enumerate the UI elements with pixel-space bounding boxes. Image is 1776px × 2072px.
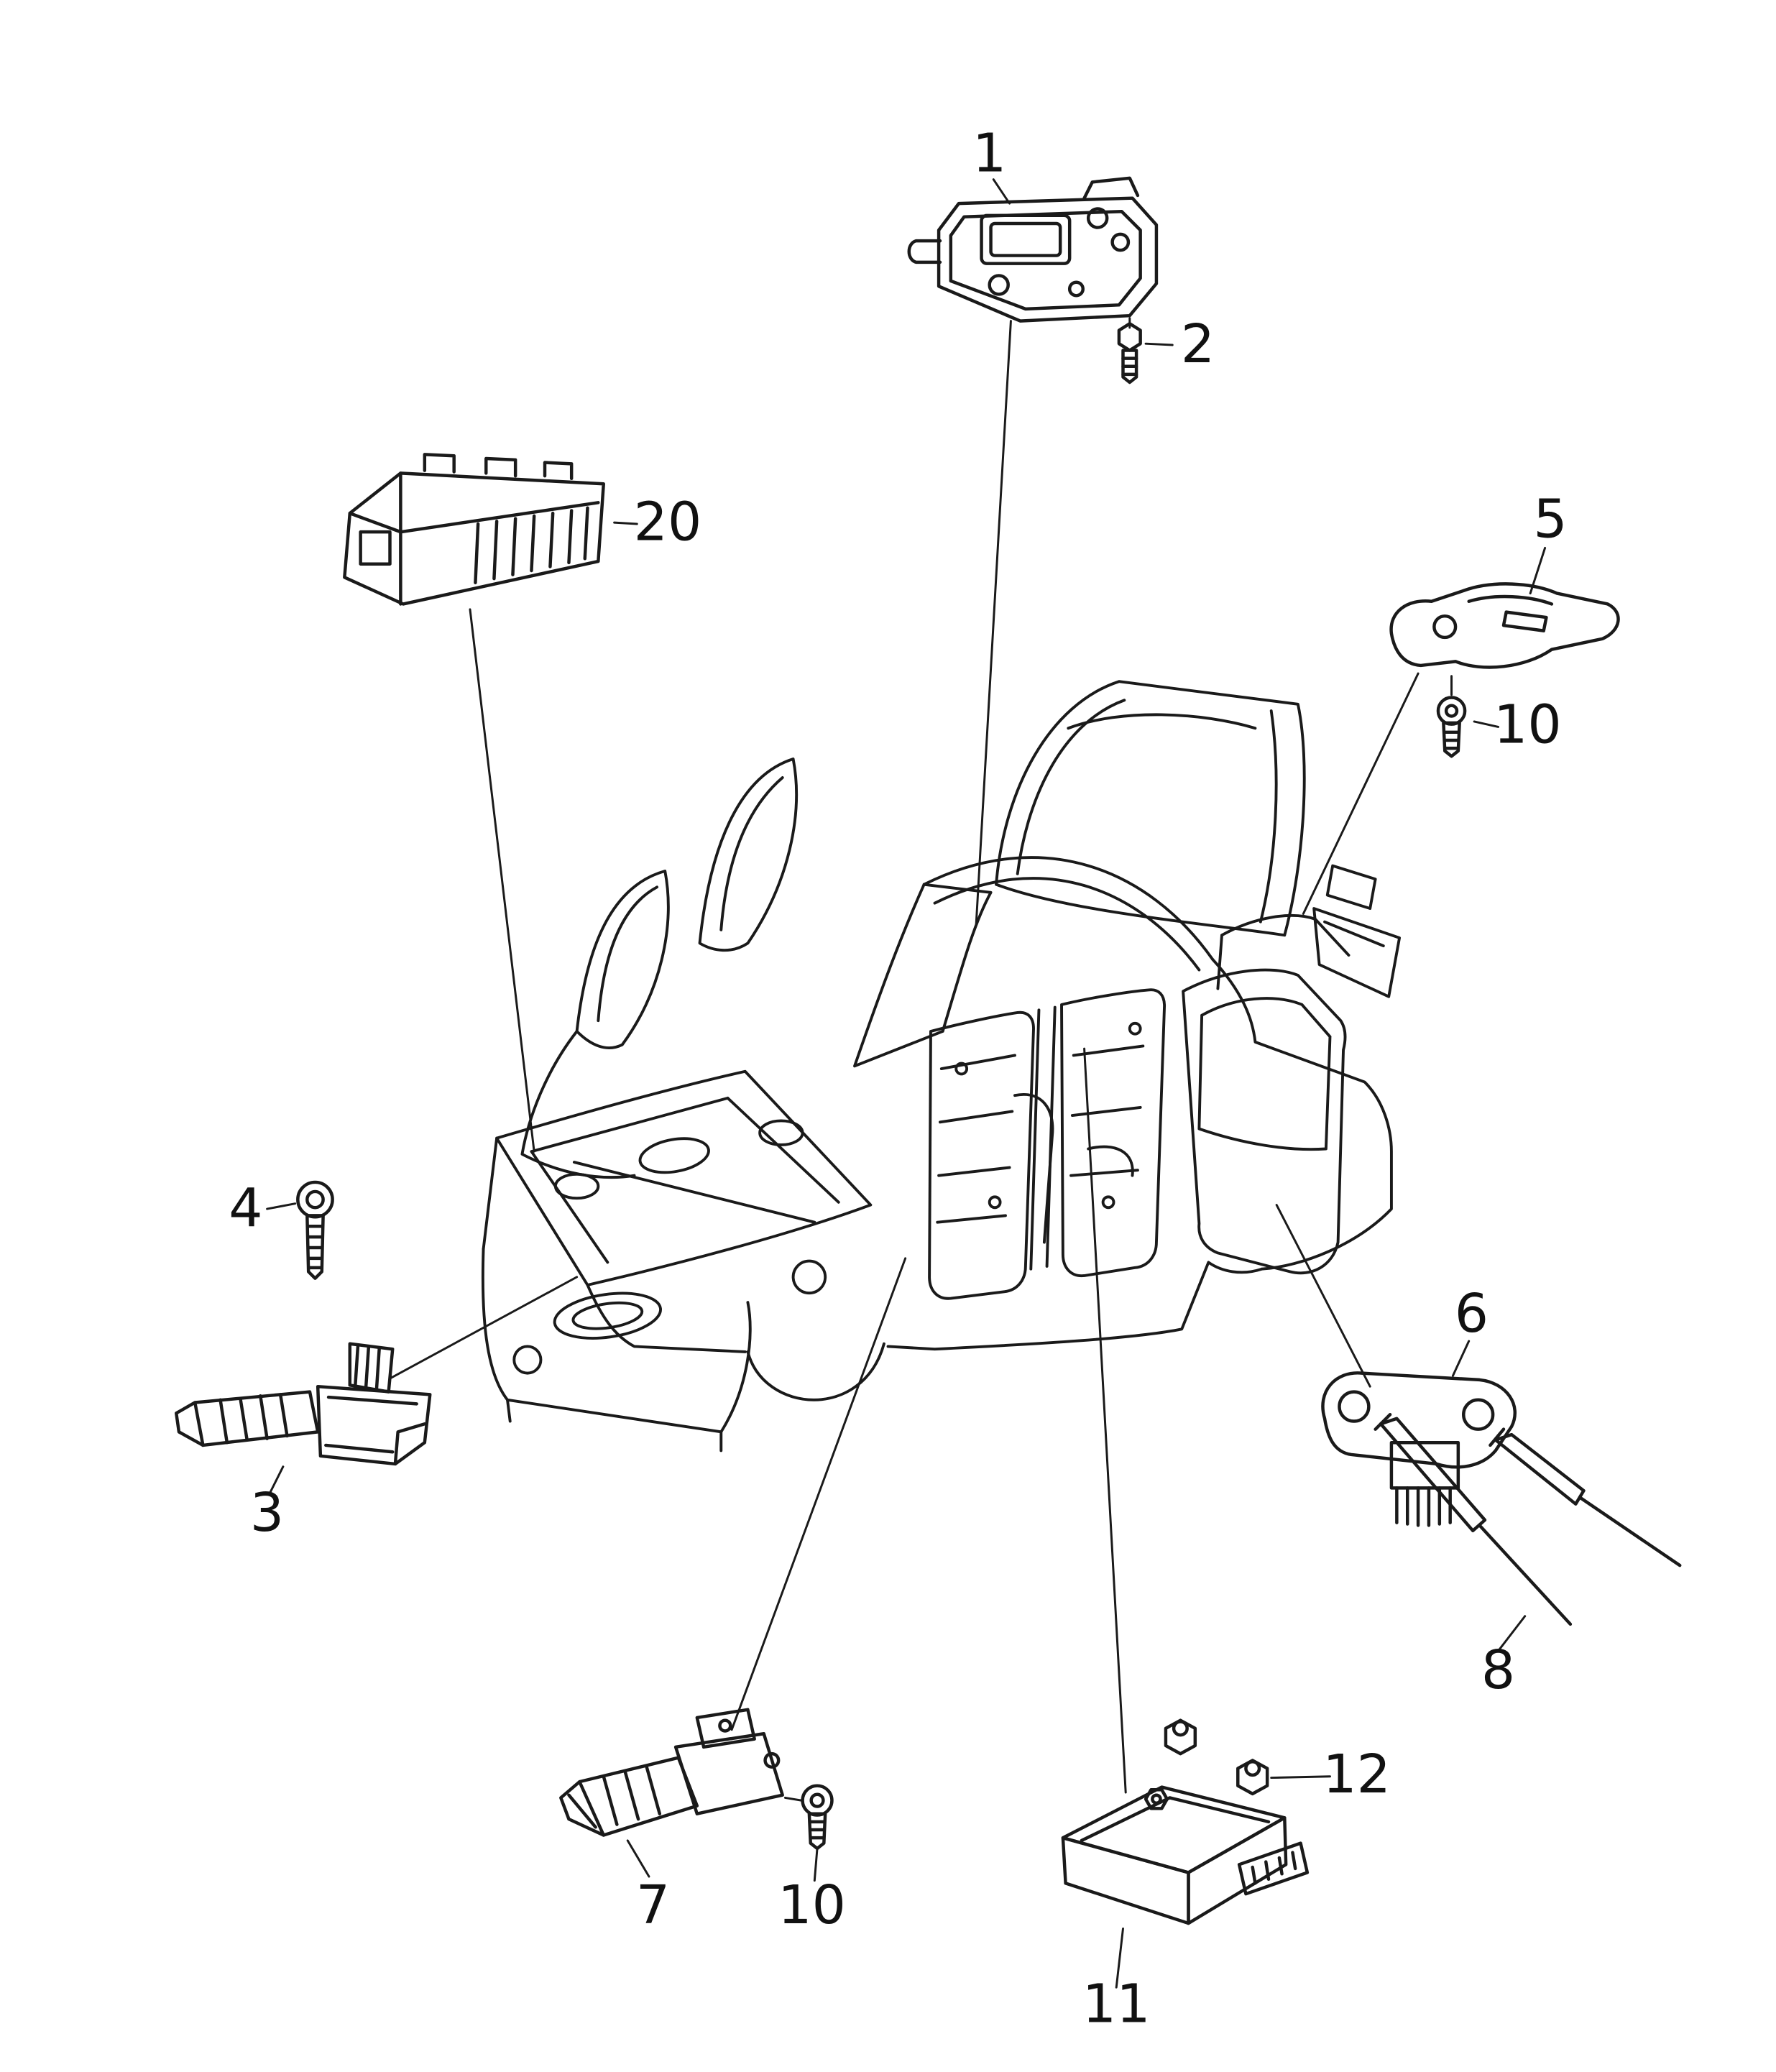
part-5-bracket <box>1389 582 1620 669</box>
callout-10-lower-label: 10 <box>778 1874 846 1936</box>
callout-2-label: 2 <box>1181 313 1215 375</box>
leader-3-long <box>389 1276 579 1380</box>
callout-10-upper-label: 10 <box>1494 694 1562 756</box>
part-12-cap-nuts <box>1164 1718 1269 1796</box>
leader-12 <box>1270 1775 1331 1779</box>
part-10-screw-lower <box>801 1784 834 1851</box>
leader-8 <box>1497 1615 1527 1652</box>
leader-7-short <box>626 1839 650 1878</box>
callout-labels: 1 2 20 5 10 4 3 6 8 7 10 12 11 <box>229 122 1567 2035</box>
part-3-bracket-assembly <box>175 1342 432 1466</box>
callout-5-label: 5 <box>1533 488 1567 551</box>
callout-3-label: 3 <box>250 1481 284 1544</box>
leader-6-long <box>1275 1204 1371 1388</box>
car-body-drawing <box>481 680 1402 1452</box>
callout-4-label: 4 <box>229 1177 262 1239</box>
leader-3-short <box>268 1465 285 1495</box>
part-2-screw <box>1117 322 1142 385</box>
callout-7-label: 7 <box>636 1874 670 1936</box>
part-11-control-unit <box>1061 1785 1310 1925</box>
leader-1-short <box>992 178 1011 205</box>
callout-20-label: 20 <box>634 490 702 553</box>
callout-12-label: 12 <box>1322 1743 1391 1805</box>
part-7-sensor <box>559 1708 784 1837</box>
part-8-expansion-pins <box>1374 1412 1682 1626</box>
part-4-screw <box>296 1180 334 1280</box>
callout-1-label: 1 <box>972 122 1006 185</box>
leader-10-lower-stem <box>783 1796 803 1802</box>
leader-5-long <box>1302 672 1420 915</box>
leader-6-short <box>1451 1340 1471 1377</box>
callout-11-label: 11 <box>1082 1973 1151 2035</box>
leader-2 <box>1144 342 1174 346</box>
leader-11-short <box>1115 1928 1124 1989</box>
leader-10-lower <box>813 1847 819 1882</box>
callout-8-label: 8 <box>1481 1639 1515 1701</box>
part-6-sensor-bracket <box>1321 1371 1517 1527</box>
part-10-screw-upper <box>1436 696 1467 758</box>
leader-lines <box>266 178 1547 1989</box>
leader-10-upper <box>1473 720 1500 728</box>
leader-1-long <box>975 320 1012 926</box>
leader-4 <box>266 1202 297 1210</box>
leader-11-long <box>1083 1047 1127 1794</box>
callout-6-label: 6 <box>1455 1282 1489 1345</box>
part-20-bracket-holder <box>343 453 605 606</box>
part-1-control-unit-bracket <box>907 176 1159 323</box>
leader-20-long <box>469 608 535 1153</box>
leader-7-long <box>730 1257 907 1731</box>
leader-20-short <box>613 521 638 525</box>
